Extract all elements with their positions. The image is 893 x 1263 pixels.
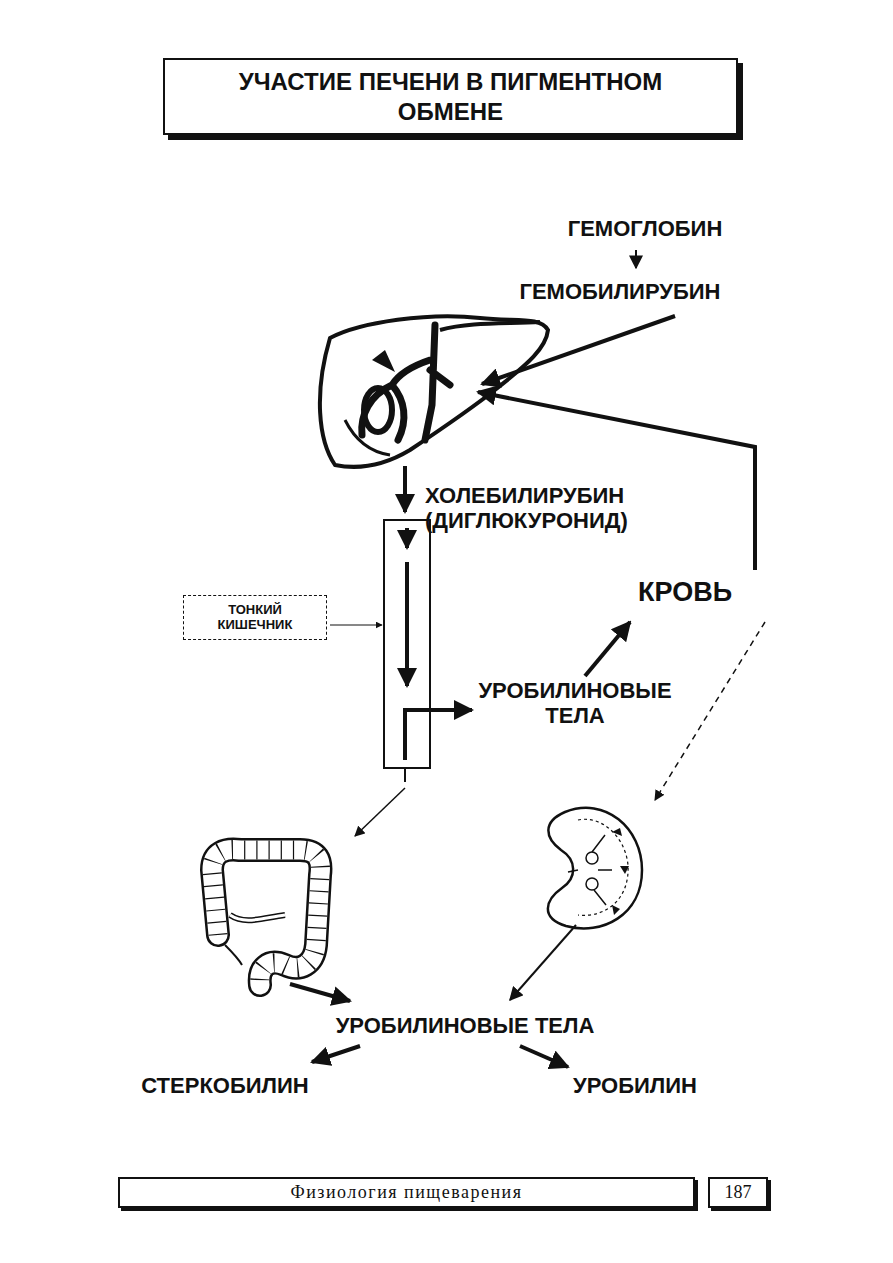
leader-line [330,625,382,626]
arrow-line [405,528,409,548]
diagram-label: УРОБИЛИН [555,1073,715,1098]
label-box: ТОНКИЙ КИШЕЧНИК [183,595,327,640]
arrow-line [585,622,630,676]
arrow-line [520,1046,568,1067]
arrow-line [482,316,675,384]
arrow-line [312,1046,360,1062]
title-box: УЧАСТИЕ ПЕЧЕНИ В ПИГМЕНТНОМ ОБМЕНЕ [163,58,738,135]
node-text: ТОНКИЙ КИШЕЧНИК [192,603,318,633]
arrow-line [403,466,407,512]
node-text: Физиология пищеварения [290,1182,522,1203]
arrow-line [405,710,472,760]
arrow-line [355,788,405,836]
arrow-line [405,562,409,686]
colon-drawing [212,850,320,985]
diagram-label: ГЕМОБИЛИРУБИН [480,279,760,304]
liver-drawing [320,316,548,467]
arrow-line [478,392,755,570]
arrow-line [510,925,576,1000]
arrow-line [290,984,350,1001]
intestine-tail [404,768,406,782]
diagram-label: СТЕРКОБИЛИН [120,1073,330,1098]
dashed-arrow [655,622,765,800]
page-number-box: 187 [708,1177,768,1208]
kidney-drawing [548,808,642,929]
small-arrow [635,250,637,268]
diagram-label: ХОЛЕБИЛИРУБИН (ДИГЛЮКУРОНИД) [425,483,690,534]
diagram-label: УРОБИЛИНОВЫЕ ТЕЛА [455,678,695,729]
diagram-label: УРОБИЛИНОВЫЕ ТЕЛА [255,1013,675,1038]
diagram-label: КРОВЬ [638,577,753,608]
diagram-label: ГЕМОГЛОБИН [530,216,760,241]
footer-box: Физиология пищеварения [118,1177,695,1208]
node-text: 187 [725,1182,752,1203]
